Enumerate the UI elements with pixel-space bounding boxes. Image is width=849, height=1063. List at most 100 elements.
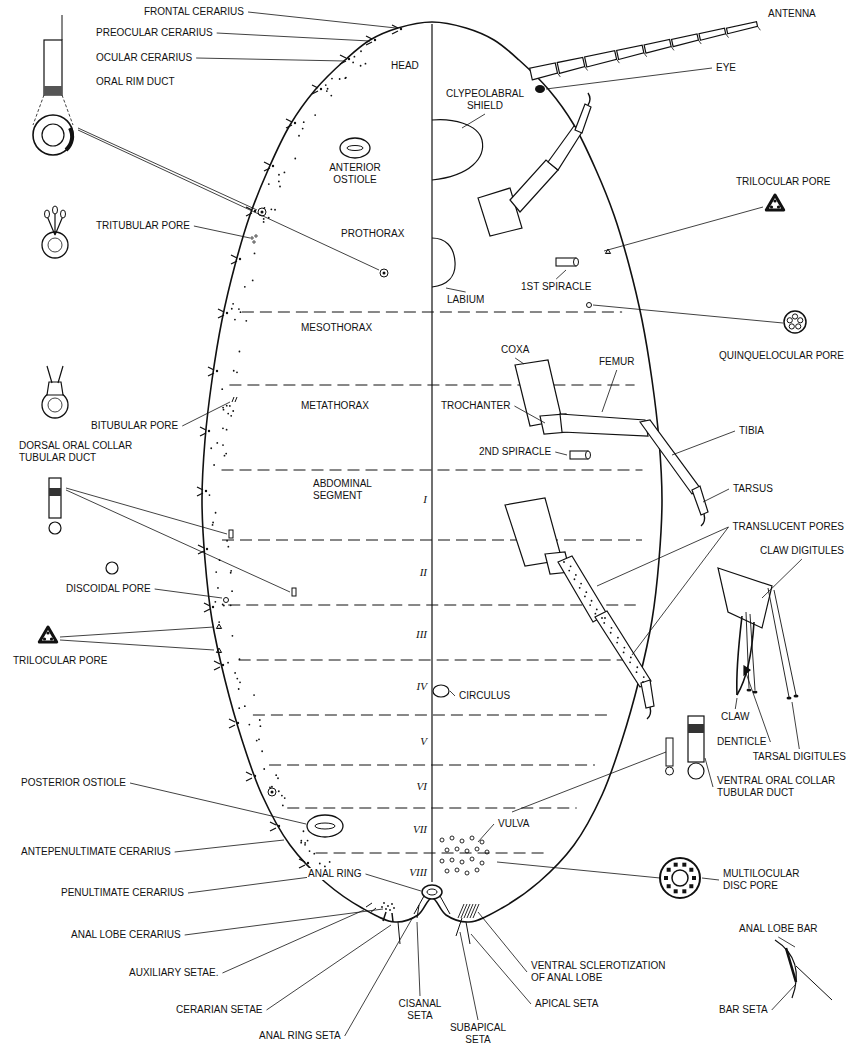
multilocular-pore bbox=[445, 848, 449, 852]
tarsal-digitule bbox=[768, 588, 796, 697]
leader-line bbox=[702, 878, 719, 880]
multilocular-pore bbox=[475, 868, 479, 872]
leader-line bbox=[267, 925, 392, 1010]
oral-rim-duct bbox=[258, 208, 266, 216]
dorsal-pore-dot bbox=[327, 88, 329, 90]
trilocular-mark bbox=[219, 651, 221, 653]
dorsal-pore-dot bbox=[209, 494, 211, 496]
cerarius-pore bbox=[216, 370, 218, 372]
part-label: ANAL RING bbox=[307, 868, 363, 880]
cerarian-seta bbox=[383, 912, 393, 922]
spiracle-opening bbox=[574, 258, 579, 266]
trilocular-mark bbox=[218, 625, 220, 627]
spiracle-opening bbox=[586, 451, 591, 459]
part-label: VULVA bbox=[497, 818, 530, 830]
trilocular-mark bbox=[216, 648, 221, 653]
dorsal-pore-dot bbox=[239, 351, 241, 353]
part-label: PREOCULAR CERARIUS bbox=[95, 27, 214, 39]
claw-detail bbox=[737, 616, 742, 695]
eye bbox=[535, 85, 545, 93]
anal-ring-seta bbox=[414, 896, 450, 914]
sclerotization-hatch bbox=[461, 904, 467, 918]
dorsal-pore-dot bbox=[213, 464, 215, 466]
dorsal-pore-dot bbox=[314, 114, 316, 116]
dorsal-pore-dot bbox=[245, 320, 247, 322]
part-label: ANAL RING SETA bbox=[258, 1030, 342, 1042]
part-label: DENTICLE bbox=[716, 736, 767, 748]
dorsal-pore-dot bbox=[344, 77, 346, 79]
part-label: TROCHANTER bbox=[440, 400, 511, 412]
dorsal-pore-dot bbox=[307, 840, 309, 842]
dorsal-pore-dot bbox=[226, 540, 228, 542]
dorsal-pore-dot bbox=[252, 280, 254, 282]
leader-line bbox=[66, 490, 290, 592]
dorsal-pore-dot bbox=[326, 90, 328, 92]
cerarius-pore bbox=[348, 58, 350, 60]
quinquelocular-cell bbox=[792, 314, 797, 319]
dorsal-pore-dot bbox=[212, 524, 214, 526]
translucent-pore bbox=[589, 604, 591, 606]
leader-line bbox=[478, 824, 494, 842]
leader-line bbox=[446, 288, 466, 292]
dorsal-pore-dot bbox=[282, 805, 284, 807]
translucent-pore bbox=[579, 587, 581, 589]
leader-line bbox=[417, 922, 420, 996]
part-label: CLYPEOLABRAL SHIELD bbox=[438, 88, 532, 112]
translucent-pore bbox=[580, 583, 582, 585]
leader-line bbox=[248, 12, 396, 28]
leader-line bbox=[772, 984, 796, 1010]
dorsal-pore-dot bbox=[244, 705, 246, 707]
multilocular-pore bbox=[455, 847, 459, 851]
dorsal-pore-dot bbox=[244, 286, 246, 288]
quinquelocular-cell bbox=[796, 324, 801, 329]
translucent-pore bbox=[575, 574, 577, 576]
translucent-pore bbox=[594, 613, 596, 615]
trilocular-icon bbox=[50, 637, 53, 640]
multilocular-cell bbox=[664, 876, 668, 880]
multilocular-pore bbox=[485, 850, 489, 854]
sclerotization-hatch bbox=[464, 904, 470, 918]
cerarius-pore bbox=[383, 902, 385, 904]
translucent-pore bbox=[617, 637, 619, 639]
trilocular-icon bbox=[766, 195, 783, 210]
dorsal-duct-icon bbox=[49, 522, 61, 534]
part-label: TRANSLUCENT PORES bbox=[731, 521, 845, 533]
ventral-duct-icon bbox=[666, 767, 674, 775]
part-label: QUINQUELOCULAR PORE bbox=[718, 350, 845, 362]
leader-line bbox=[450, 691, 455, 696]
cerarius-pore bbox=[294, 122, 296, 124]
multilocular-pore bbox=[465, 871, 469, 875]
dorsal-pore-dot bbox=[239, 658, 241, 660]
part-label: CLAW DIGITULES bbox=[759, 545, 845, 557]
cerarius-pore bbox=[381, 906, 383, 908]
multilocular-icon bbox=[660, 858, 700, 898]
dorsal-pore-dot bbox=[319, 863, 321, 865]
part-label: TARSUS bbox=[732, 483, 774, 495]
oral-rim-duct bbox=[383, 272, 386, 275]
tibia bbox=[595, 611, 651, 687]
quinquelocular-cell bbox=[787, 318, 792, 323]
bar-seta bbox=[796, 966, 832, 1000]
midline bbox=[431, 24, 432, 882]
tritubular-icon bbox=[48, 238, 62, 252]
dorsal-pore-dot bbox=[230, 415, 232, 417]
translucent-pore bbox=[596, 608, 598, 610]
multilocular-cell bbox=[682, 863, 686, 867]
dorsal-pore-dot bbox=[231, 590, 233, 592]
segment-numeral: III bbox=[415, 628, 428, 640]
antenna-seta bbox=[758, 26, 761, 30]
dorsal-pore-dot bbox=[232, 410, 234, 412]
segment-line bbox=[316, 853, 549, 854]
dorsal-pore-dot bbox=[254, 253, 256, 255]
cerarius-pore bbox=[400, 28, 402, 30]
part-label: ANAL LOBE CERARIUS bbox=[70, 929, 182, 941]
claw bbox=[701, 514, 705, 526]
auxiliary-seta bbox=[366, 903, 376, 913]
dorsal-pore-dot bbox=[279, 186, 281, 188]
translucent-pore bbox=[623, 652, 625, 654]
trilocular-icon bbox=[770, 205, 773, 208]
translucent-pore bbox=[570, 565, 572, 567]
oral-rim-duct bbox=[261, 211, 264, 214]
leader-line bbox=[705, 758, 713, 787]
